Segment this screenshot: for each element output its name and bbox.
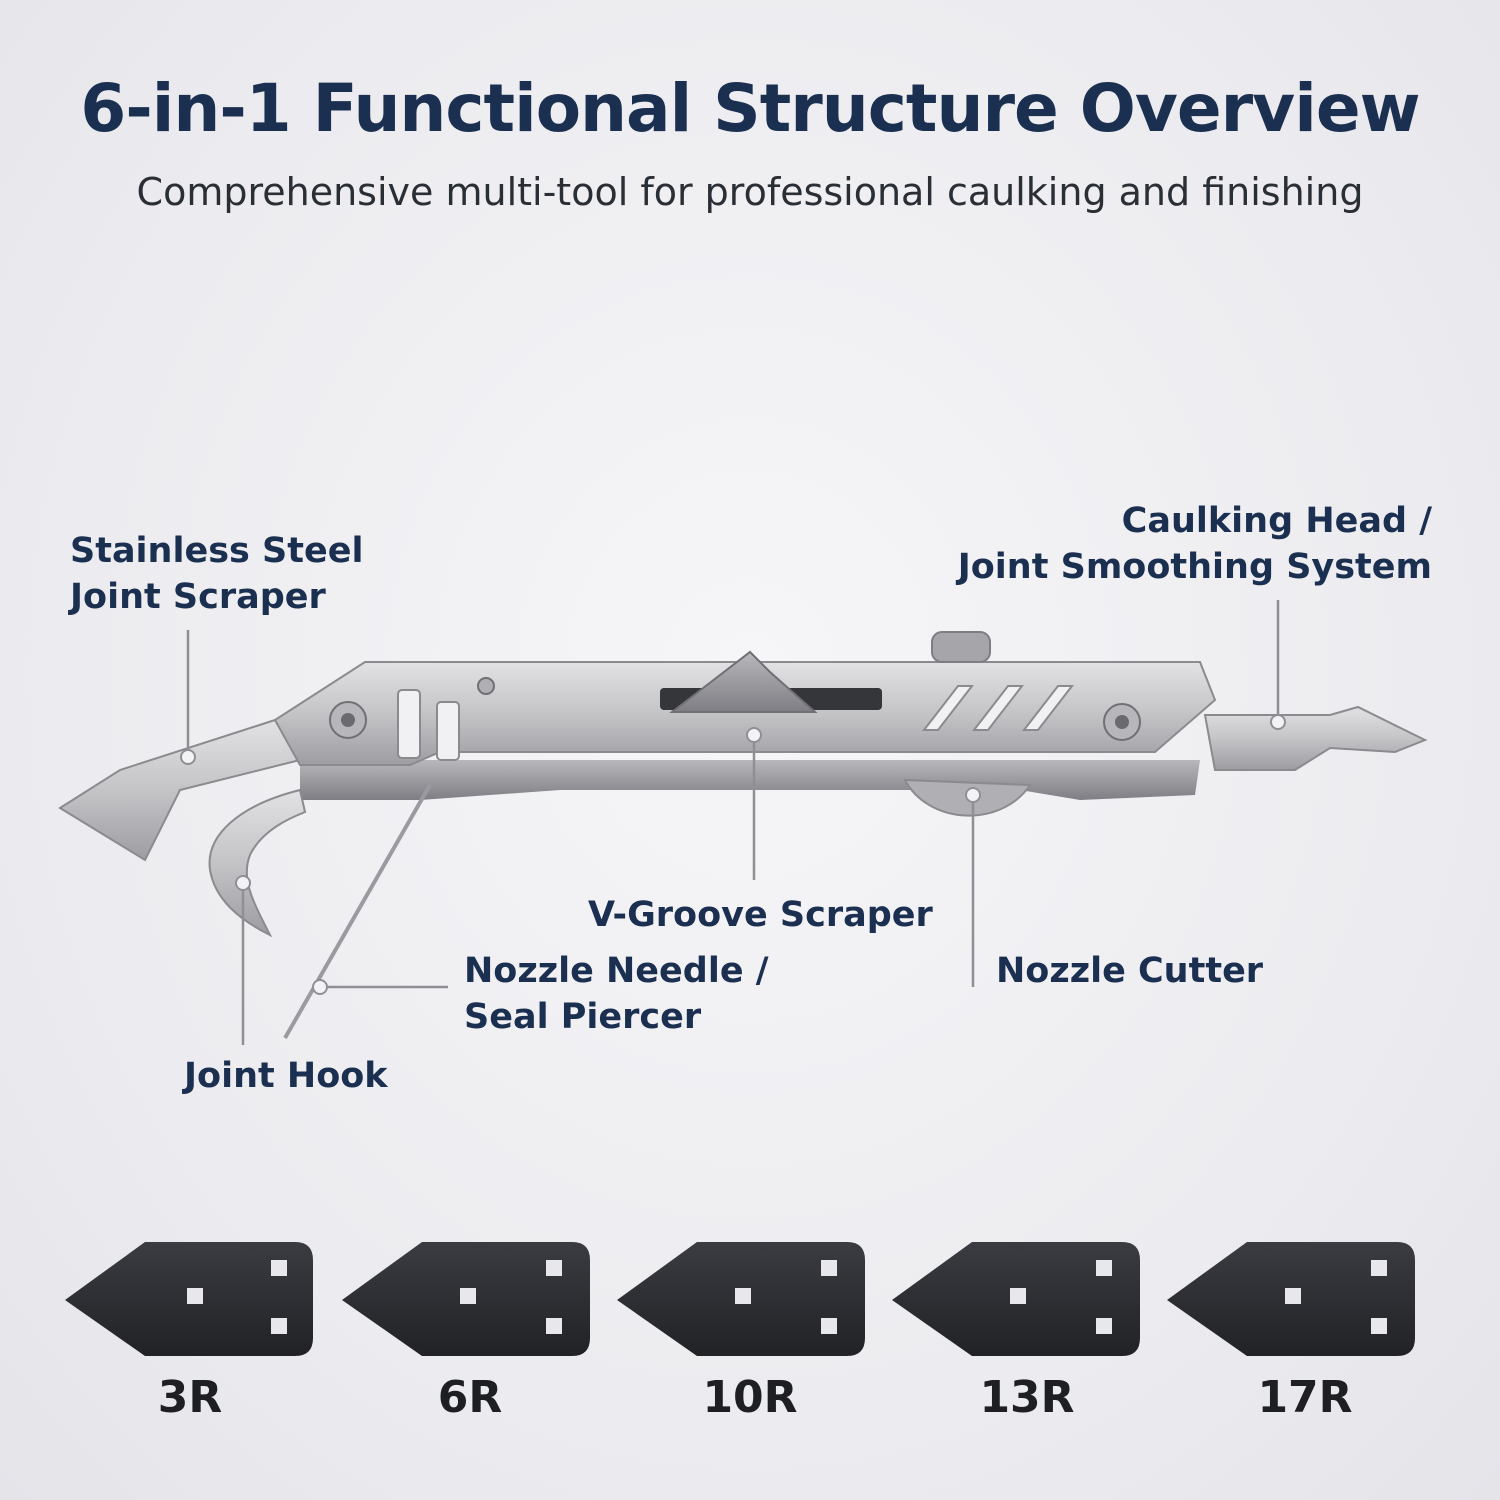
label-caulking-head: Caulking Head / Joint Smoothing System [958, 498, 1432, 590]
body-slot [436, 701, 460, 761]
body-pin [477, 677, 495, 695]
body-slot [397, 689, 421, 759]
smoothing-tip-17r [1167, 1242, 1415, 1356]
body-vent [971, 685, 1025, 731]
smoothing-tip-3r [65, 1242, 313, 1356]
label-caulking-head-line2: Joint Smoothing System [957, 547, 1432, 587]
callout-dot [1270, 714, 1286, 730]
tool-main-body [273, 661, 1217, 766]
callout-dot [180, 749, 196, 765]
tip-label-17r: 17R [1257, 1372, 1353, 1423]
tip-label-3r: 3R [157, 1372, 223, 1423]
smoothing-tips [65, 1242, 1415, 1356]
label-nozzle-needle-line1: Nozzle Needle / [464, 951, 769, 991]
joint-hook [208, 788, 307, 938]
body-vent [921, 685, 975, 731]
joint-scraper-blade [58, 718, 302, 862]
body-screw [341, 713, 355, 727]
body-vent [1021, 685, 1075, 731]
label-nozzle-cutter: Nozzle Cutter [996, 951, 1264, 991]
label-caulking-head-line1: Caulking Head / [1121, 501, 1432, 541]
label-joint-scraper-line2: Joint Scraper [70, 577, 326, 617]
page-title: 6-in-1 Functional Structure Overview [80, 70, 1420, 147]
label-joint-hook: Joint Hook [184, 1056, 388, 1096]
smoothing-tip-13r [892, 1242, 1140, 1356]
caulking-head [1203, 705, 1428, 771]
nozzle-needle [283, 784, 432, 1039]
label-nozzle-needle-line2: Seal Piercer [464, 997, 702, 1037]
callout-dot [746, 727, 762, 743]
label-v-groove-scraper: V-Groove Scraper [588, 895, 933, 935]
tip-label-10r: 10R [702, 1372, 798, 1423]
label-nozzle-needle: Nozzle Needle / Seal Piercer [464, 948, 769, 1040]
body-screw [1115, 715, 1129, 729]
label-joint-scraper: Stainless Steel Joint Scraper [70, 528, 363, 620]
label-joint-scraper-line1: Stainless Steel [70, 531, 364, 571]
smoothing-tip-10r [617, 1242, 865, 1356]
tip-label-6r: 6R [437, 1372, 503, 1423]
callout-dot [312, 979, 328, 995]
smoothing-tip-6r [342, 1242, 590, 1356]
v-groove-scraper [669, 650, 818, 713]
tip-label-13r: 13R [979, 1372, 1075, 1423]
tool-lower-rail [300, 760, 1200, 800]
callout-dot [965, 787, 981, 803]
callout-dot [235, 875, 251, 891]
page-subtitle: Comprehensive multi-tool for professiona… [136, 170, 1364, 214]
thumb-wheel [931, 631, 991, 663]
